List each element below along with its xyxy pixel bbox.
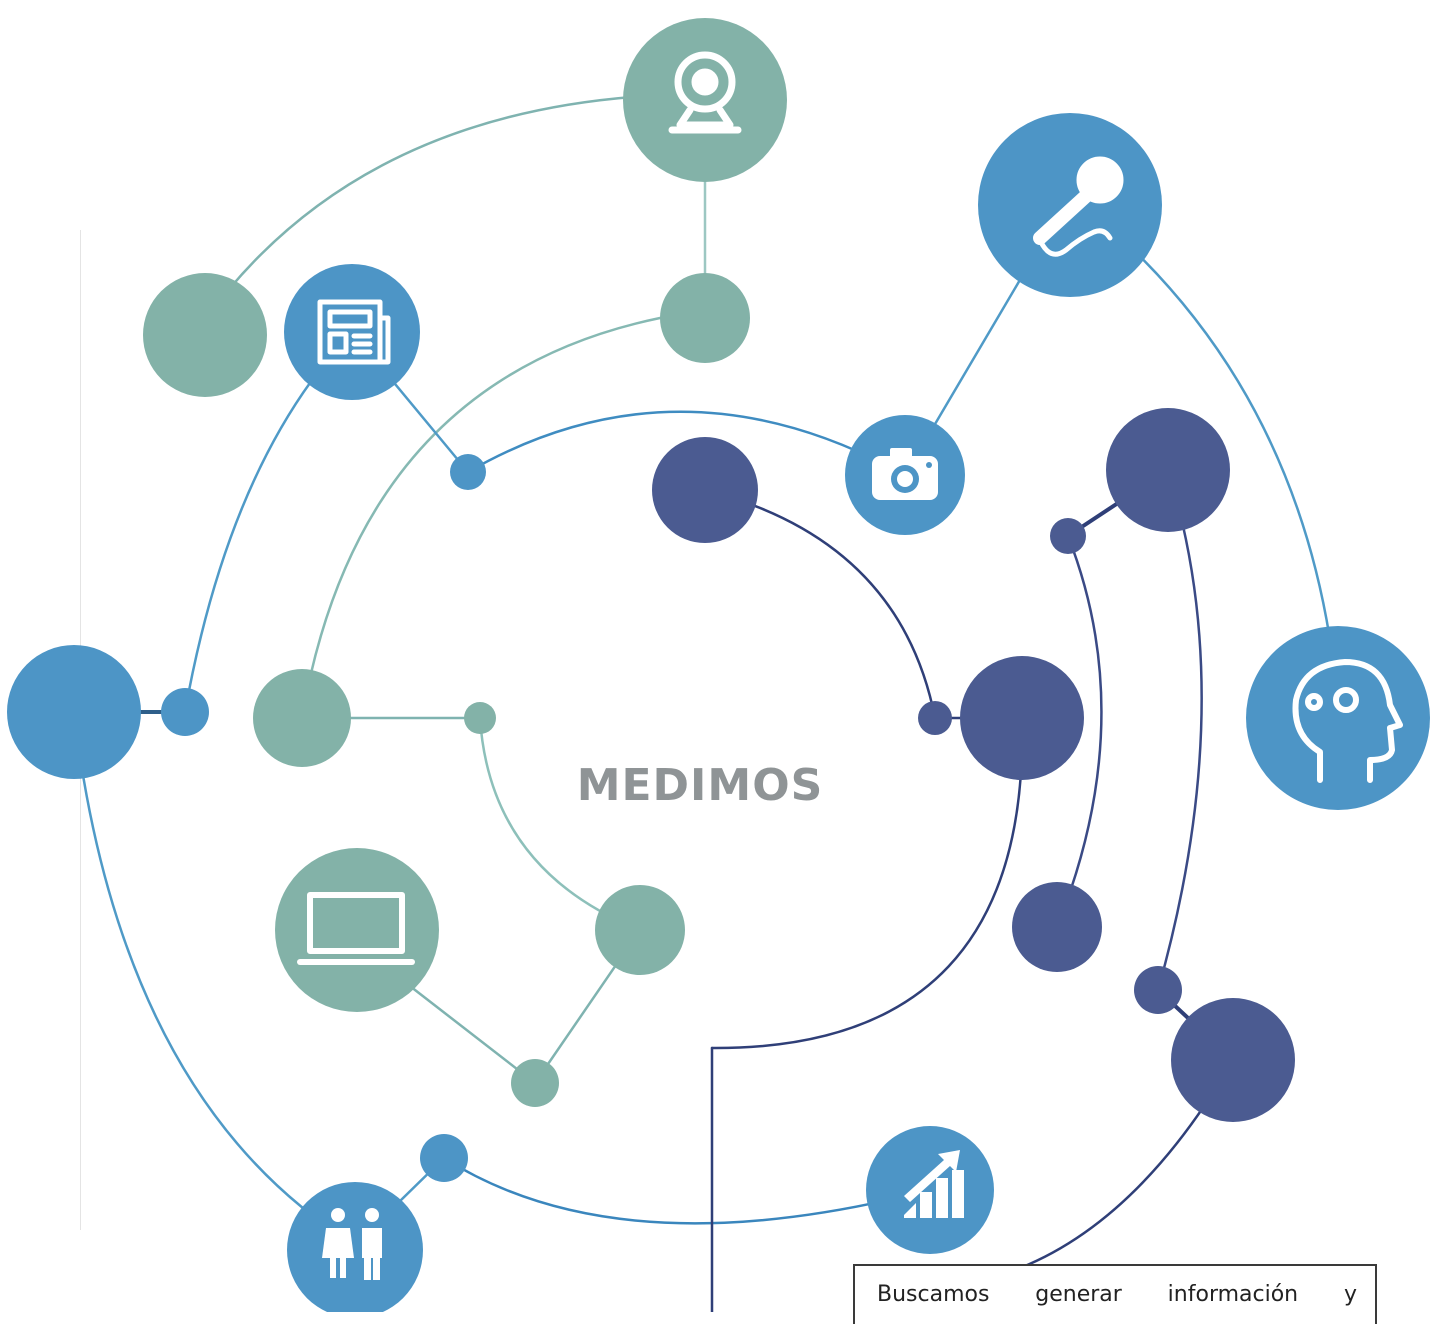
connector-webcam-to-left-node (203, 95, 634, 322)
connector-small-to-navy-mid (1055, 534, 1103, 929)
head-gears-icon (1292, 659, 1403, 783)
connector-small-to-camera (466, 410, 907, 477)
navy-node-right (960, 656, 1084, 780)
chart-node (866, 1126, 994, 1254)
navy-small-node-low (1134, 966, 1182, 1014)
teal-small-node (464, 702, 496, 734)
navy-node-upper (1106, 408, 1230, 532)
microphone-icon (1033, 156, 1124, 257)
blue-small-node-left (161, 688, 209, 736)
navy-node-bottom (1171, 998, 1295, 1122)
blue-small-node-bottom (420, 1134, 468, 1182)
caption-text: Buscamos generar información y (877, 1282, 1357, 1307)
navy-node-mid (1012, 882, 1102, 972)
teal-node-upper (660, 273, 750, 363)
newspaper-node (284, 264, 420, 400)
laptop-node (275, 848, 439, 1012)
teal-small-node-bottom (511, 1059, 559, 1107)
left-teal-node (143, 273, 267, 397)
webcam-icon (668, 51, 742, 134)
teal-node-right (595, 885, 685, 975)
couple-icon (322, 1208, 382, 1280)
connector-node-to-left-arc (300, 316, 662, 720)
diagram-title: MEDIMOS (576, 760, 824, 811)
navy-small-node-center (918, 701, 952, 735)
laptop-icon (297, 892, 415, 965)
newspaper-icon (317, 299, 391, 365)
blue-small-node-top (450, 454, 486, 490)
caption-box: Buscamos generar información y (853, 1264, 1377, 1324)
connector-left-big-to-couple (72, 710, 357, 1247)
couple-node (287, 1182, 423, 1312)
growth-chart-icon (904, 1150, 964, 1218)
camera-icon (872, 448, 938, 500)
connector-small-to-chart (442, 1156, 932, 1225)
navy-small-node-upper (1050, 518, 1086, 554)
head-node (1246, 626, 1430, 810)
webcam-node (623, 18, 787, 182)
connector-navy-right-to-corner (710, 716, 1024, 1050)
teal-node-left (253, 669, 351, 767)
navy-node-top (652, 437, 758, 543)
left-blue-big-node (7, 645, 141, 779)
connector-navy-upper-to-small-low (1156, 468, 1203, 992)
